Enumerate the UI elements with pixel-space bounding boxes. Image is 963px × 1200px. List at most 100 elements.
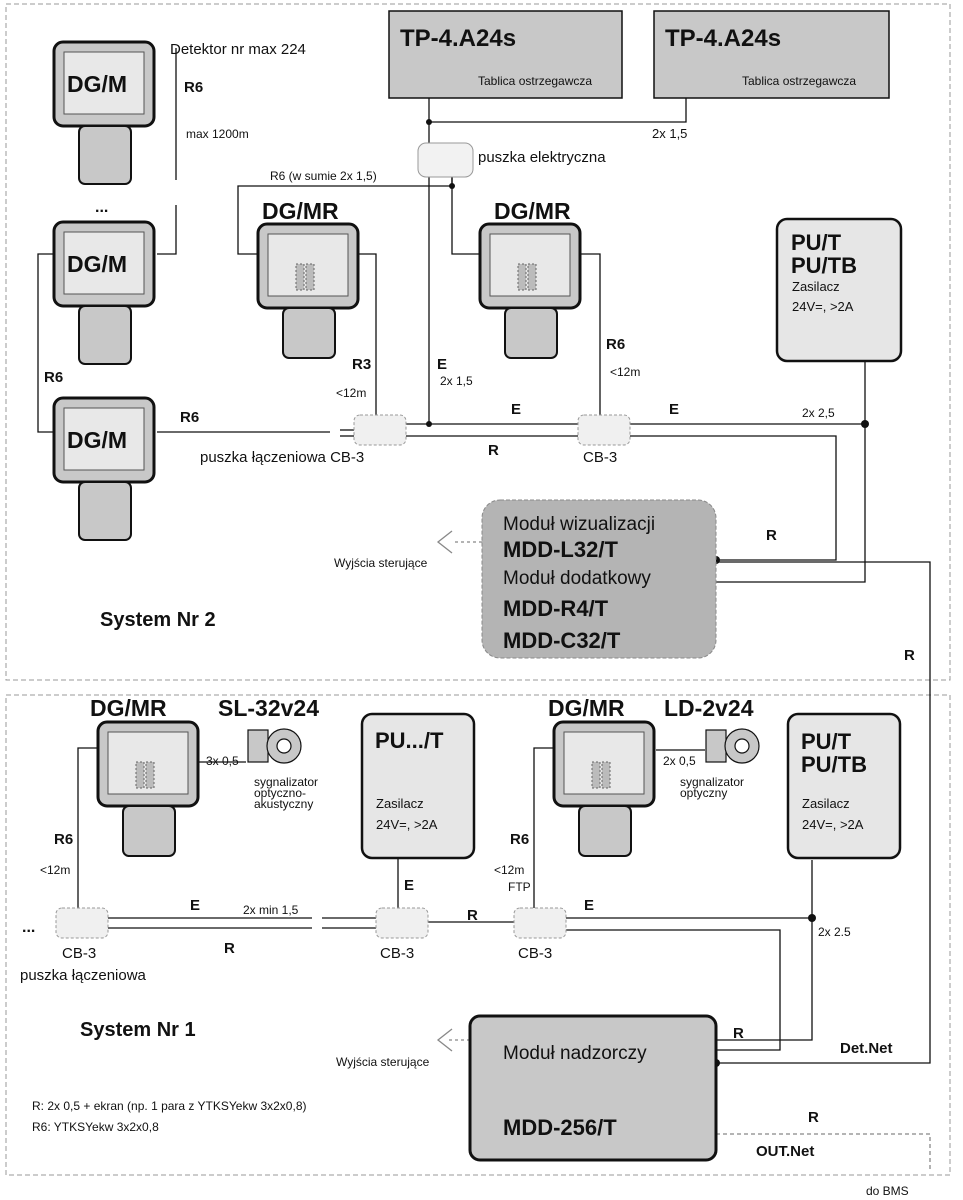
junction-dot — [426, 119, 432, 125]
dgmr-s1-left — [96, 720, 200, 858]
psu-mid-desc: Zasilacz — [376, 796, 424, 811]
r6-label: R6 — [180, 409, 199, 426]
detector-max-label: Detektor nr max 224 — [170, 41, 306, 58]
tp-right-subtitle: Tablica ostrzegawcza — [742, 74, 856, 88]
r6-label: R6 — [184, 79, 203, 96]
bms-label: do BMS — [866, 1184, 909, 1198]
module-line3: Moduł dodatkowy — [503, 568, 651, 589]
lt12m-label: <12m — [610, 365, 640, 379]
e-label: E — [437, 356, 447, 373]
dgm-detector-mid: DG/M — [52, 220, 156, 366]
junction-box-label: puszka elektryczna — [478, 149, 606, 166]
sig-right-2: optyczny — [680, 786, 727, 800]
cb3-junction-label: puszka łączeniowa CB-3 — [200, 449, 364, 466]
r6-sum-label: R6 (w sumie 2x 1,5) — [270, 169, 377, 183]
tp-board-left: TP-4.A24s Tablica ostrzegawcza — [388, 10, 623, 99]
module-line1: Moduł wizualizacji — [503, 514, 655, 535]
module-line2: MDD-L32/T — [503, 537, 618, 562]
detnet-label: Det.Net — [840, 1040, 893, 1057]
dgmr-s1-right-label: DG/MR — [548, 695, 625, 721]
e-label: E — [511, 401, 521, 418]
sig-left-2: optyczno- — [254, 786, 306, 800]
cb3-box-left — [353, 414, 407, 446]
psu-right: PU/T PU/TB Zasilacz 24V=, >2A — [786, 712, 902, 860]
system1-frame — [5, 694, 951, 1176]
cb3-label: CB-3 — [380, 945, 414, 962]
junction-dot — [861, 420, 869, 428]
module-line4: MDD-R4/T — [503, 596, 609, 621]
legend-r: R: 2x 0,5 + ekran (np. 1 para z YTKSYekw… — [32, 1099, 306, 1113]
ld-label: LD-2v24 — [664, 695, 754, 721]
max-length-label: max 1200m — [186, 127, 249, 141]
r-label: R — [224, 940, 235, 957]
cable-psu-label: 2x 2.5 — [818, 925, 851, 939]
junction-dot — [449, 183, 455, 189]
lt12m-label: <12m — [494, 863, 524, 877]
legend-r6: R6: YTKSYekw 3x2x0,8 — [32, 1120, 159, 1134]
module-supervisory: Moduł nadzorczy MDD-256/T — [468, 1014, 718, 1162]
cb3-label: CB-3 — [518, 945, 552, 962]
psu-right-line1: PU/T — [801, 729, 852, 754]
r6-label: R6 — [54, 831, 73, 848]
cb3-s1-right — [513, 907, 567, 939]
psu-line2: PU/TB — [791, 253, 857, 278]
psu-mid-spec: 24V=, >2A — [376, 817, 438, 832]
siren-left — [247, 728, 302, 764]
r-label: R — [808, 1109, 819, 1126]
module-s1-line2: MDD-256/T — [503, 1115, 617, 1140]
r-label: R — [904, 647, 915, 664]
psu-system2: PU/T PU/TB Zasilacz 24V=, >2A — [775, 217, 903, 363]
r6-label: R6 — [606, 336, 625, 353]
dgmr-detector-left — [256, 222, 360, 360]
lt12m-label: <12m — [336, 386, 366, 400]
junction-box: puszka elektryczna — [417, 142, 606, 178]
r-label: R — [467, 907, 478, 924]
r6-label: R6 — [44, 369, 63, 386]
ftp-label: FTP — [508, 880, 531, 894]
module-s1-line1: Moduł nadzorczy — [503, 1043, 647, 1064]
dgmr-s1-right — [552, 720, 656, 858]
psu-right-spec: 24V=, >2A — [802, 817, 864, 832]
module-visualization: Moduł wizualizacji MDD-L32/T Moduł dodat… — [481, 499, 717, 659]
e-label: E — [584, 897, 594, 914]
dgmr-s1-left-label: DG/MR — [90, 695, 167, 721]
cable-psu-label: 2x 2,5 — [802, 406, 835, 420]
tp-right-title: TP-4.A24s — [665, 25, 781, 52]
psu-right-desc: Zasilacz — [802, 796, 850, 811]
system1-label: System Nr 1 — [80, 1019, 196, 1041]
r-label: R — [733, 1025, 744, 1042]
r6-label: R6 — [510, 831, 529, 848]
cable-ld-label: 2x 0,5 — [663, 754, 696, 768]
dgm-label: DG/M — [67, 251, 127, 277]
tp-left-title: TP-4.A24s — [400, 25, 516, 52]
junction-dot — [426, 421, 432, 427]
system1-wires — [77, 747, 931, 1172]
psu-mid: PU.../T Zasilacz 24V=, >2A — [360, 712, 476, 860]
module-line5: MDD-C32/T — [503, 628, 621, 653]
system2-frame — [5, 3, 951, 681]
e-label: E — [669, 401, 679, 418]
dgm-detector-top: DG/M — [52, 40, 156, 186]
outputs-label: Wyjścia sterujące — [336, 1055, 430, 1069]
sig-left-1: sygnalizator — [254, 775, 318, 789]
dgm-detector-bottom: DG/M — [52, 396, 156, 542]
cable-sl-label: 3x 0,5 — [206, 754, 239, 768]
e-label: E — [404, 877, 414, 894]
tp-board-right: TP-4.A24s Tablica ostrzegawcza — [653, 10, 890, 99]
dgmr-detector-right — [478, 222, 582, 360]
siren-right — [705, 728, 760, 764]
sl-label: SL-32v24 — [218, 695, 319, 721]
psu-line1: PU/T — [791, 230, 842, 255]
dots-label: ... — [22, 919, 35, 936]
lt12m-label: <12m — [40, 863, 70, 877]
cb3-s1-left — [55, 907, 109, 939]
outputs-label: Wyjścia sterujące — [334, 556, 428, 570]
r-label: R — [488, 442, 499, 459]
cb3-label: CB-3 — [583, 449, 617, 466]
dgmr-left-label: DG/MR — [262, 198, 339, 224]
r-label: R — [766, 527, 777, 544]
dots-label: ... — [95, 199, 108, 216]
dgmr-right-label: DG/MR — [494, 198, 571, 224]
cable-e-label: 2x 1,5 — [440, 374, 473, 388]
